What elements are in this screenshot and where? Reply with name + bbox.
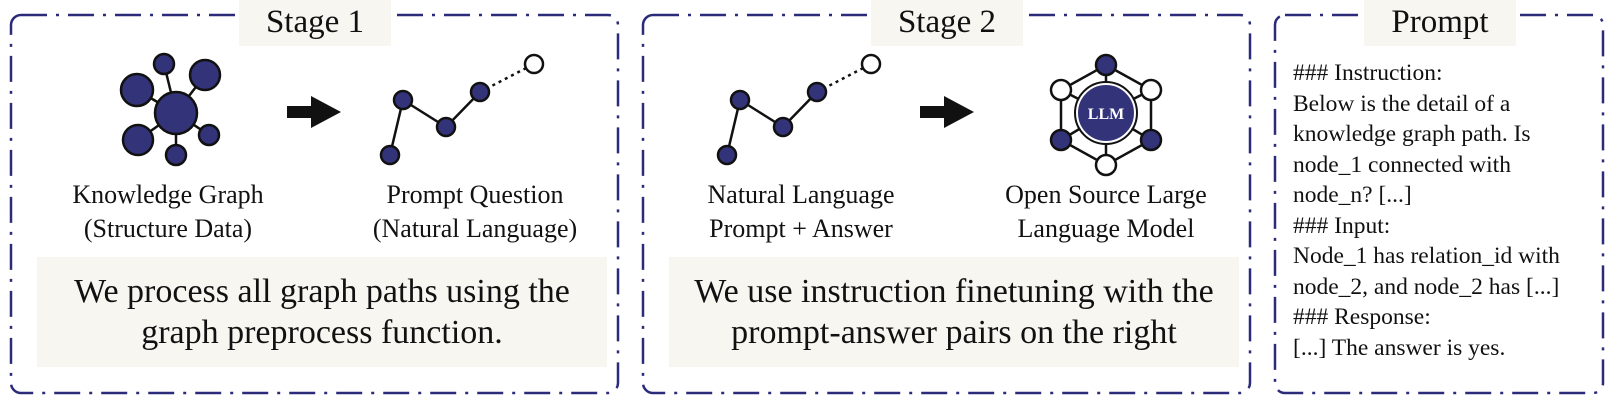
stage2-title: Stage 2 xyxy=(871,0,1023,46)
natural-language-label: Natural Language Prompt + Answer xyxy=(707,180,895,243)
stage1-arrow-icon xyxy=(287,96,341,128)
llm-badge-text: LLM xyxy=(1088,106,1124,123)
stage2-arrow-icon xyxy=(920,96,974,128)
prompt-title: Prompt xyxy=(1364,0,1516,46)
prompt-line: ### Response: xyxy=(1293,304,1431,330)
prompt-line: node_1 connected with xyxy=(1293,151,1511,178)
stage1-caption: We process all graph paths using the gra… xyxy=(37,257,607,367)
stage2-caption: We use instruction finetuning with the p… xyxy=(669,257,1239,367)
prompt-line: node_2, and node_2 has [...] xyxy=(1293,273,1560,300)
path-graph-icon xyxy=(379,53,545,166)
knowledge-graph-icon xyxy=(119,52,222,167)
prompt-line: ### Input: xyxy=(1293,212,1391,239)
prompt-example-text: ### Instruction: Below is the detail of … xyxy=(1293,58,1598,363)
prompt-line: node_n? [...] xyxy=(1293,182,1412,208)
knowledge-graph-label: Knowledge Graph (Structure Data) xyxy=(72,180,264,243)
prompt-line: Node_1 has relation_id with xyxy=(1293,243,1560,269)
prompt-question-label: Prompt Question (Natural Language) xyxy=(372,180,578,243)
stage1-title: Stage 1 xyxy=(239,0,391,46)
prompt-line: knowledge graph path. Is xyxy=(1293,121,1531,147)
prompt-line: Below is the detail of a xyxy=(1293,90,1511,117)
prompt-line: ### Instruction: xyxy=(1293,60,1443,86)
open-source-llm-label: Open Source Large Language Model xyxy=(1005,180,1207,243)
llm-network-icon xyxy=(1049,53,1163,177)
prompt-line: [...] The answer is yes. xyxy=(1293,334,1506,361)
natural-language-path-icon xyxy=(716,53,882,166)
